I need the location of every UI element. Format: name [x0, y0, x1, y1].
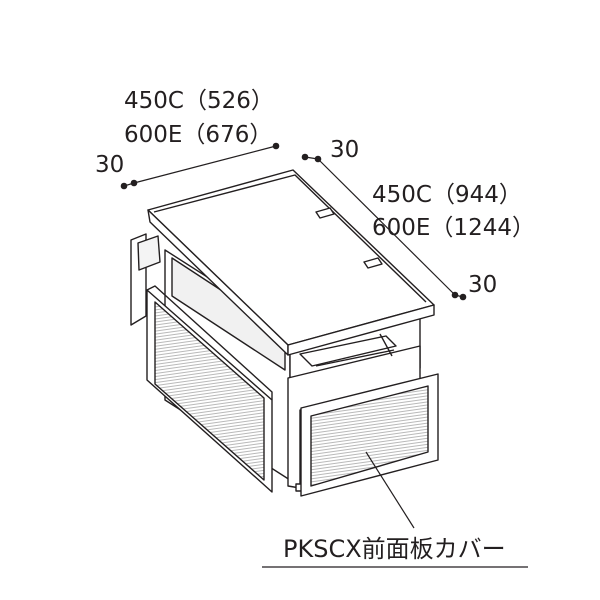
- callout-leader: [262, 451, 528, 568]
- top-plate-bevel: [153, 174, 427, 303]
- top-plate-right-edge: [287, 304, 435, 356]
- dim-width-line2: 600E（676）: [124, 122, 272, 148]
- left-panel-inner: [154, 301, 265, 481]
- front-panel-inner: [310, 385, 429, 487]
- inner-tray-rail: [315, 349, 395, 367]
- dim-width-line1: 450C（526）: [124, 88, 274, 114]
- left-front-panel: [146, 285, 273, 493]
- dim-dot: [120, 182, 128, 190]
- top-notch-1: [315, 207, 335, 219]
- callout-label: PKSCX前面板カバー: [283, 535, 506, 563]
- front-panel-cover: [300, 373, 439, 497]
- dim-dot: [130, 179, 138, 187]
- dim-right-margin: 30: [468, 272, 497, 298]
- dim-dot: [301, 153, 309, 161]
- dim-dot: [451, 291, 459, 299]
- back-left-frame-inner: [137, 235, 161, 271]
- inner-tray-rail: [379, 333, 393, 357]
- left-panel-lip: [146, 285, 273, 400]
- dim-line-top-width: [133, 145, 277, 184]
- top-notch-2: [363, 257, 383, 269]
- dimension-dots: [120, 142, 467, 301]
- dim-depth-line2: 600E（1244）: [372, 215, 535, 241]
- callout-pointer: [365, 451, 415, 529]
- dim-top-right-margin: 30: [330, 137, 359, 163]
- dim-dot: [314, 155, 322, 163]
- dim-line-depth: [317, 158, 456, 296]
- dim-depth-line1: 450C（944）: [372, 182, 522, 208]
- dim-left-margin: 30: [95, 152, 124, 178]
- inner-tray: [299, 335, 397, 367]
- cabinet-front-block: [287, 345, 421, 489]
- dim-dot: [272, 142, 280, 150]
- dim-dot: [459, 293, 467, 301]
